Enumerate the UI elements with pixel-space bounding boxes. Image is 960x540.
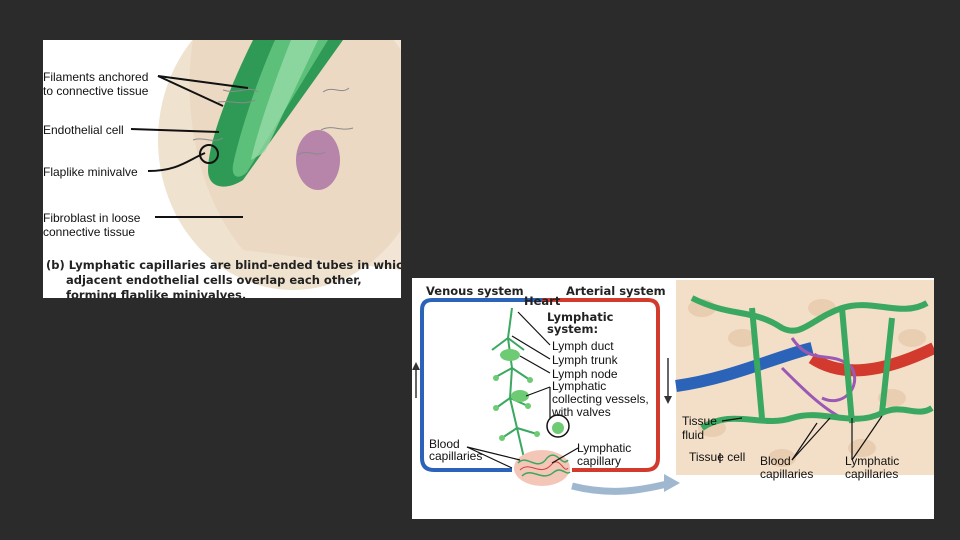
lymphatic-system-label: Lymphatic system: xyxy=(547,311,613,335)
arterial-loop xyxy=(542,298,660,472)
venous-loop xyxy=(420,298,542,472)
fibroblast-label: Fibroblast in loose connective tissue xyxy=(43,211,140,239)
anchoring-filaments xyxy=(192,87,354,156)
lymph-node-label: Lymph node xyxy=(552,367,618,381)
capillary-bed xyxy=(514,450,570,486)
filaments-label: Filaments anchored to connective tissue xyxy=(43,70,148,98)
lymphatic-system-label-line1: Lymphatic xyxy=(547,310,614,324)
collecting-vessels-label-line2: collecting vessels, xyxy=(552,392,649,406)
diagram-leaders xyxy=(466,311,579,469)
lymphatic-capillary-label: Lymphatic capillary xyxy=(577,442,631,468)
capillary-structure-figure: Filaments anchored to connective tissue … xyxy=(43,40,401,298)
fibroblast-label-line2: connective tissue xyxy=(43,225,136,239)
lymphatic-capillaries-right-line1: Lymphatic xyxy=(845,454,900,468)
blood-capillaries-right-line1: Blood xyxy=(760,454,791,468)
blood-capillaries-left-label: Blood capillaries xyxy=(429,438,482,462)
flow-down-arrow xyxy=(664,358,672,404)
magnified-tissue-view xyxy=(675,280,934,475)
lymphatic-capillaries-right-label: Lymphatic capillaries xyxy=(845,455,899,481)
collecting-vessels-label: Lymphatic collecting vessels, with valve… xyxy=(552,380,649,419)
fibroblast-shape xyxy=(296,130,340,190)
caption-line1: (b) Lymphatic capillaries are blind-ende… xyxy=(46,258,401,272)
blood-capillaries-left-line2: capillaries xyxy=(429,449,483,463)
system-illustration xyxy=(412,280,934,495)
collecting-vessels-label-line3: with valves xyxy=(552,405,611,419)
caption-line2: adjacent endothelial cells overlap each … xyxy=(66,273,362,287)
lymphatic-tree xyxy=(491,307,538,459)
lymphatic-system-figure: Venous system Heart Arterial system Lymp… xyxy=(412,278,934,519)
tissue-cell-label: Tissue cell xyxy=(689,450,746,464)
capillary-illustration xyxy=(130,40,401,290)
arterial-system-label: Arterial system xyxy=(566,284,666,298)
venous-system-label: Venous system xyxy=(426,284,524,298)
flaplike-minivalve-label: Flaplike minivalve xyxy=(43,165,138,179)
lymphatic-capillary-label-line1: Lymphatic xyxy=(577,441,632,455)
blood-capillaries-right-label: Blood capillaries xyxy=(760,455,813,481)
lymph-trunk-label: Lymph trunk xyxy=(552,353,618,367)
fibroblast-label-line1: Fibroblast in loose xyxy=(43,211,141,225)
filaments-label-line1: Filaments anchored xyxy=(43,70,149,84)
filaments-label-line2: to connective tissue xyxy=(43,84,149,98)
flow-up-arrow xyxy=(412,362,420,398)
endothelial-cell-label: Endothelial cell xyxy=(43,123,124,137)
lymphatic-capillaries-right-line2: capillaries xyxy=(845,467,899,481)
magnify-arrow xyxy=(571,480,668,495)
lymph-duct-label: Lymph duct xyxy=(552,339,614,353)
blood-capillaries-right-line2: capillaries xyxy=(760,467,814,481)
lymphatic-system-label-line2: system: xyxy=(547,322,599,336)
caption-line3: forming flaplike minivalves. xyxy=(66,288,247,298)
collecting-vessel-marker xyxy=(546,414,570,438)
tissue-leaders xyxy=(719,415,883,463)
heart-label: Heart xyxy=(524,294,561,308)
figure-caption: (b) Lymphatic capillaries are blind-ende… xyxy=(46,258,401,298)
tissue-fluid-label-line1: Tissue xyxy=(682,414,717,428)
minivalve-marker xyxy=(199,144,219,164)
tissue-fluid-label-line2: fluid xyxy=(682,428,705,442)
lymphatic-capillary-label-line2: capillary xyxy=(577,454,622,468)
blood-capillaries-left-line1: Blood xyxy=(429,437,460,451)
lymph-nodes xyxy=(493,349,564,441)
tissue-fluid-label: Tissue fluid xyxy=(682,414,717,442)
collecting-vessels-label-line1: Lymphatic xyxy=(552,379,607,393)
